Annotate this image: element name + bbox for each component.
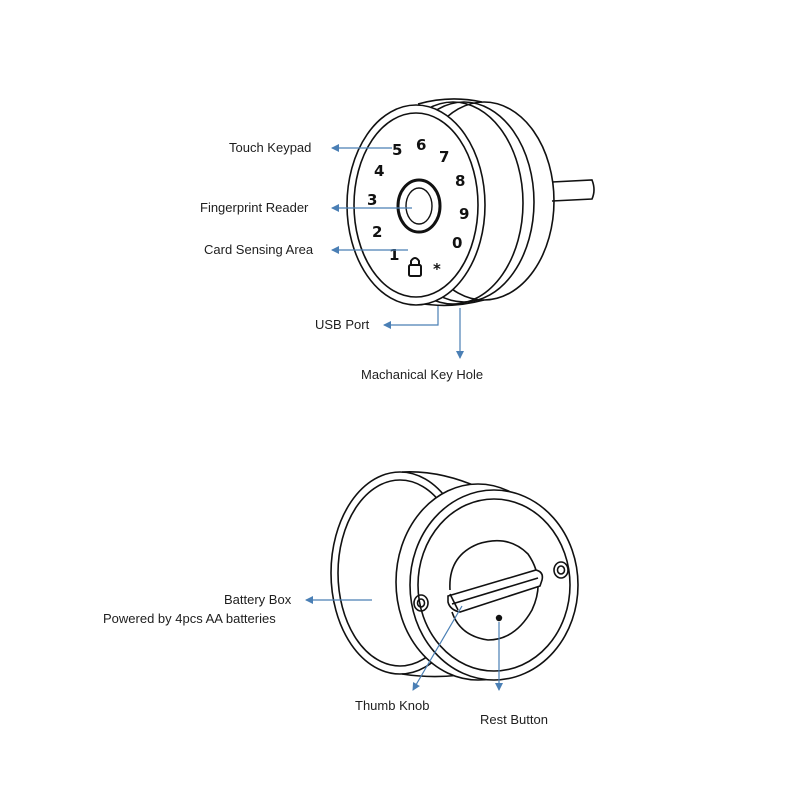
key-6: 6 bbox=[416, 136, 426, 154]
label-battery-note: Powered by 4pcs AA batteries bbox=[103, 611, 276, 626]
key-0: 0 bbox=[452, 234, 462, 252]
key-star: * bbox=[433, 260, 441, 278]
key-2: 2 bbox=[372, 223, 382, 241]
padlock-icon bbox=[408, 257, 422, 277]
front-face bbox=[346, 104, 486, 306]
key-3: 3 bbox=[367, 191, 377, 209]
fingerprint-sensor-outer bbox=[396, 178, 442, 234]
label-usb-port: USB Port bbox=[315, 317, 370, 332]
key-9: 9 bbox=[459, 205, 469, 223]
label-reset-button: Rest Button bbox=[480, 712, 548, 727]
key-1: 1 bbox=[389, 246, 399, 264]
front-lock bbox=[346, 98, 595, 307]
spindle bbox=[551, 179, 595, 202]
key-4: 4 bbox=[374, 162, 384, 180]
label-battery-box: Battery Box bbox=[224, 592, 292, 607]
front-face-inner bbox=[353, 112, 479, 298]
reset-button[interactable] bbox=[495, 614, 503, 622]
back-leaders bbox=[305, 596, 503, 691]
label-touch-keypad: Touch Keypad bbox=[229, 140, 312, 155]
label-card-sensing-area: Card Sensing Area bbox=[204, 242, 314, 257]
touch-keypad: 5 6 7 8 9 0 4 3 2 1 * bbox=[367, 136, 469, 278]
key-5: 5 bbox=[392, 141, 402, 159]
screw-left bbox=[413, 594, 429, 612]
label-fingerprint-reader: Fingerprint Reader bbox=[200, 200, 309, 215]
label-thumb-knob: Thumb Knob bbox=[355, 698, 430, 713]
leader-usb-port bbox=[383, 306, 439, 329]
fingerprint-sensor-inner bbox=[405, 187, 433, 225]
back-plate-inner bbox=[417, 498, 571, 672]
key-7: 7 bbox=[439, 148, 449, 166]
screw-left-inner bbox=[416, 598, 426, 608]
key-8: 8 bbox=[455, 172, 465, 190]
screw-right-inner bbox=[556, 565, 566, 575]
screw-right bbox=[553, 561, 569, 579]
back-lock bbox=[330, 471, 579, 681]
leader-thumb-knob bbox=[412, 605, 463, 691]
label-key-hole: Machanical Key Hole bbox=[361, 367, 484, 382]
front-leaders bbox=[331, 144, 464, 359]
